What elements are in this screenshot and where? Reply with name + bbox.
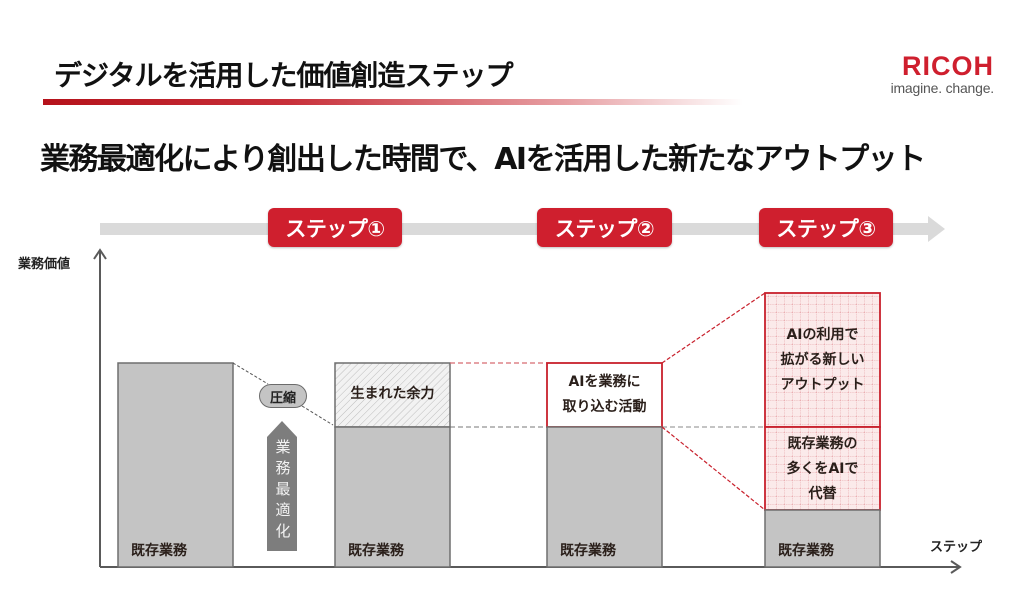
ai-replacement-line-1: 既存業務の (787, 436, 858, 452)
ai-activity-line-2: 取り込む活動 (562, 399, 647, 415)
logo-wordmark: RICOH (902, 51, 994, 81)
bar-4-ai-replacement (764, 426, 881, 511)
optimization-arrow (267, 421, 297, 551)
step-2-badge: ステップ② (537, 208, 672, 247)
slide-title: デジタルを活用した価値創造ステップ (54, 59, 513, 92)
optimization-char: 適 (275, 501, 291, 519)
optimization-char: 業 (275, 438, 291, 456)
bar-3-ai-activity (546, 362, 663, 428)
logo-tagline: imagine. change. (890, 80, 995, 96)
bar-3-label: 既存業務 (560, 543, 616, 559)
y-axis-label: 業務価値 (18, 257, 71, 272)
bar-4-new-output (764, 292, 881, 428)
bar-4-label: 既存業務 (778, 543, 834, 559)
ricoh-logo: RICOH imagine. change. (872, 51, 995, 96)
ai-replacement-line-3: 代替 (808, 486, 837, 502)
new-output-line-2: 拡がる新しい (780, 352, 865, 368)
new-output-line-1: AIの利用で (786, 327, 859, 343)
step-1-badge: ステップ① (268, 208, 402, 247)
step-3-badge: ステップ③ (759, 208, 893, 247)
bar-2-existing-work (334, 426, 451, 568)
bar-4-existing-work (764, 509, 881, 568)
bar-3-existing-work (546, 426, 663, 568)
x-axis-label: ステップ (930, 540, 983, 555)
ai-activity-label: AIを業務に 取り込む活動 (547, 370, 662, 420)
new-output-label: AIの利用で 拡がる新しい アウトプット (765, 323, 880, 398)
bar-2-label: 既存業務 (348, 543, 404, 559)
optimization-char: 務 (275, 459, 291, 477)
freed-capacity-label: 生まれた余力 (350, 386, 435, 402)
ai-activity-line-1: AIを業務に (568, 374, 641, 390)
bar-1-label: 既存業務 (131, 543, 187, 559)
headline: 業務最適化により創出した時間で、AIを活用した新たなアウトプット (40, 142, 926, 177)
bar-1-existing-work (117, 362, 234, 568)
optimization-char: 最 (275, 480, 291, 498)
ai-replacement-line-2: 多くをAIで (786, 461, 859, 477)
title-underline (43, 99, 743, 105)
optimization-label: 業 務 最 適 化 (269, 437, 297, 542)
new-output-line-3: アウトプット (780, 377, 865, 393)
ai-replacement-label: 既存業務の 多くをAIで 代替 (765, 432, 880, 507)
compress-badge: 圧縮 (259, 384, 307, 408)
optimization-char: 化 (275, 522, 291, 540)
